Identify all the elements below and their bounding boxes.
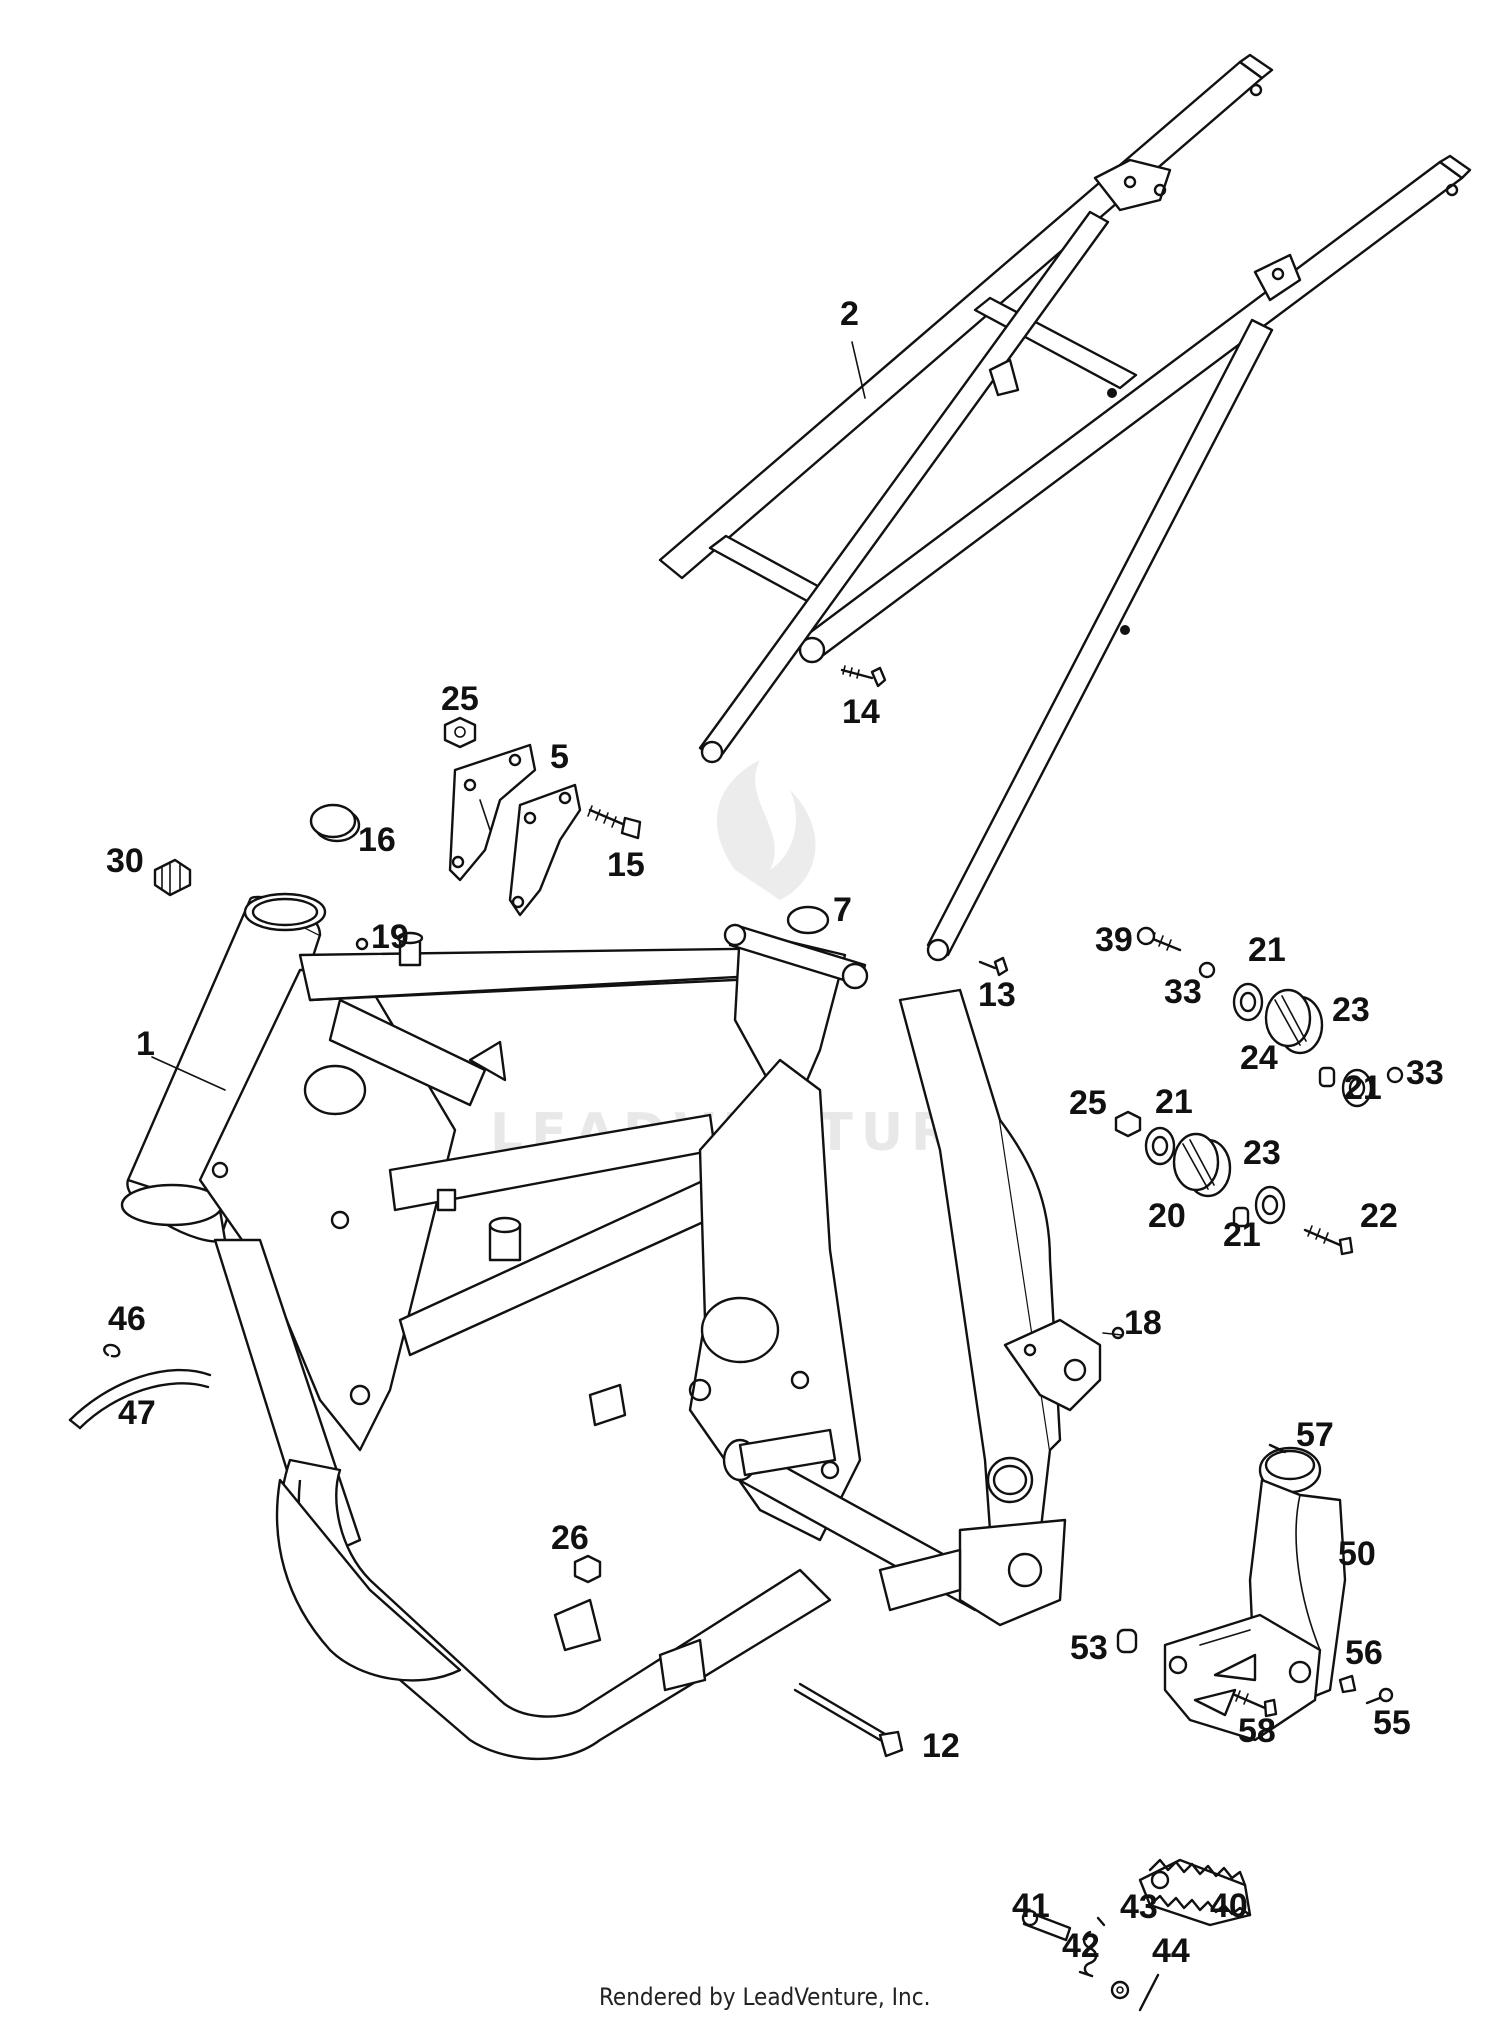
part-53-spacer <box>1116 1628 1138 1654</box>
part-44-cotter-pin <box>1138 1973 1160 2012</box>
callout-21-b: 21 <box>1344 1069 1382 1107</box>
callout-23-b: 23 <box>1243 1134 1281 1172</box>
part-26-nut <box>573 1554 602 1584</box>
upper-bearing-set <box>1232 982 1373 1108</box>
callout-12: 12 <box>922 1727 960 1765</box>
part-41-pin <box>1021 1909 1072 1942</box>
part-42-spring <box>1078 1916 1106 1978</box>
part-14-bolt <box>840 665 887 688</box>
part-56-washer <box>1338 1674 1357 1694</box>
part-47-hose <box>68 1368 212 1430</box>
part-33-washers <box>1198 961 1404 1084</box>
part-55-bolt <box>1365 1687 1394 1705</box>
callout-57: 57 <box>1296 1416 1334 1454</box>
callout-labels: 1 2 5 7 12 13 14 15 16 18 19 20 21 21 21… <box>106 295 1444 1970</box>
part-chain-guard <box>1163 1613 1322 1742</box>
callout-30: 30 <box>106 842 144 880</box>
callout-41: 41 <box>1012 1887 1050 1925</box>
callout-13: 13 <box>978 976 1016 1014</box>
part-30-plug <box>153 858 192 897</box>
callout-25-a: 25 <box>441 680 479 718</box>
callout-15: 15 <box>607 846 645 884</box>
callout-21-d: 21 <box>1223 1216 1261 1254</box>
callout-7: 7 <box>833 891 852 929</box>
callout-47: 47 <box>118 1394 156 1432</box>
part-7-plug <box>786 905 830 935</box>
part-25-nut-top <box>443 716 477 749</box>
callout-53: 53 <box>1070 1629 1108 1667</box>
callout-14: 14 <box>842 693 880 731</box>
callout-20: 20 <box>1148 1197 1186 1235</box>
part-57-screw <box>1268 1443 1287 1454</box>
part-16-cap <box>309 803 361 843</box>
callout-58: 58 <box>1238 1712 1276 1750</box>
callout-21-a: 21 <box>1248 931 1286 969</box>
part-13-bolt <box>978 956 1009 977</box>
part-12-bolt <box>793 1682 904 1758</box>
part-58-bolt <box>1233 1690 1278 1718</box>
callout-16: 16 <box>358 821 396 859</box>
callout-23-a: 23 <box>1332 991 1370 1029</box>
lower-bearing-set <box>1114 1110 1286 1228</box>
callout-33-a: 33 <box>1164 973 1202 1011</box>
callout-46: 46 <box>108 1300 146 1338</box>
part-46-clip <box>103 1343 121 1358</box>
callout-55: 55 <box>1373 1704 1411 1742</box>
callout-19: 19 <box>371 918 409 956</box>
part-5-engine-brackets <box>448 743 582 917</box>
callout-25-b: 25 <box>1069 1084 1107 1122</box>
callout-40: 40 <box>1210 1887 1248 1925</box>
part-39-bolt <box>1136 926 1182 952</box>
callout-26: 26 <box>551 1519 589 1557</box>
part-1-main-frame <box>120 892 1102 1761</box>
callout-22: 22 <box>1360 1197 1398 1235</box>
callout-33-b: 33 <box>1406 1054 1444 1092</box>
callout-39: 39 <box>1095 921 1133 959</box>
part-15-bolt <box>587 805 642 840</box>
callout-21-c: 21 <box>1155 1083 1193 1121</box>
part-2-subframe <box>658 53 1472 962</box>
callout-56: 56 <box>1345 1634 1383 1672</box>
part-19-fitting <box>355 937 369 951</box>
callout-50: 50 <box>1338 1535 1376 1573</box>
callout-1: 1 <box>136 1025 155 1063</box>
callout-5: 5 <box>550 738 569 776</box>
callout-18: 18 <box>1124 1304 1162 1342</box>
part-43-washer <box>1110 1980 1130 2000</box>
callout-43: 43 <box>1120 1888 1158 1926</box>
callout-2: 2 <box>840 295 859 333</box>
callout-42: 42 <box>1062 1927 1100 1965</box>
callout-44: 44 <box>1152 1932 1190 1970</box>
part-18-fitting <box>1111 1326 1125 1340</box>
callout-24: 24 <box>1240 1039 1278 1077</box>
part-22-bolt <box>1303 1225 1354 1256</box>
leader-lines <box>151 341 1123 1336</box>
part-40-footpeg <box>1138 1858 1252 1927</box>
footer-credit: Rendered by LeadVenture, Inc. <box>599 1983 930 2011</box>
